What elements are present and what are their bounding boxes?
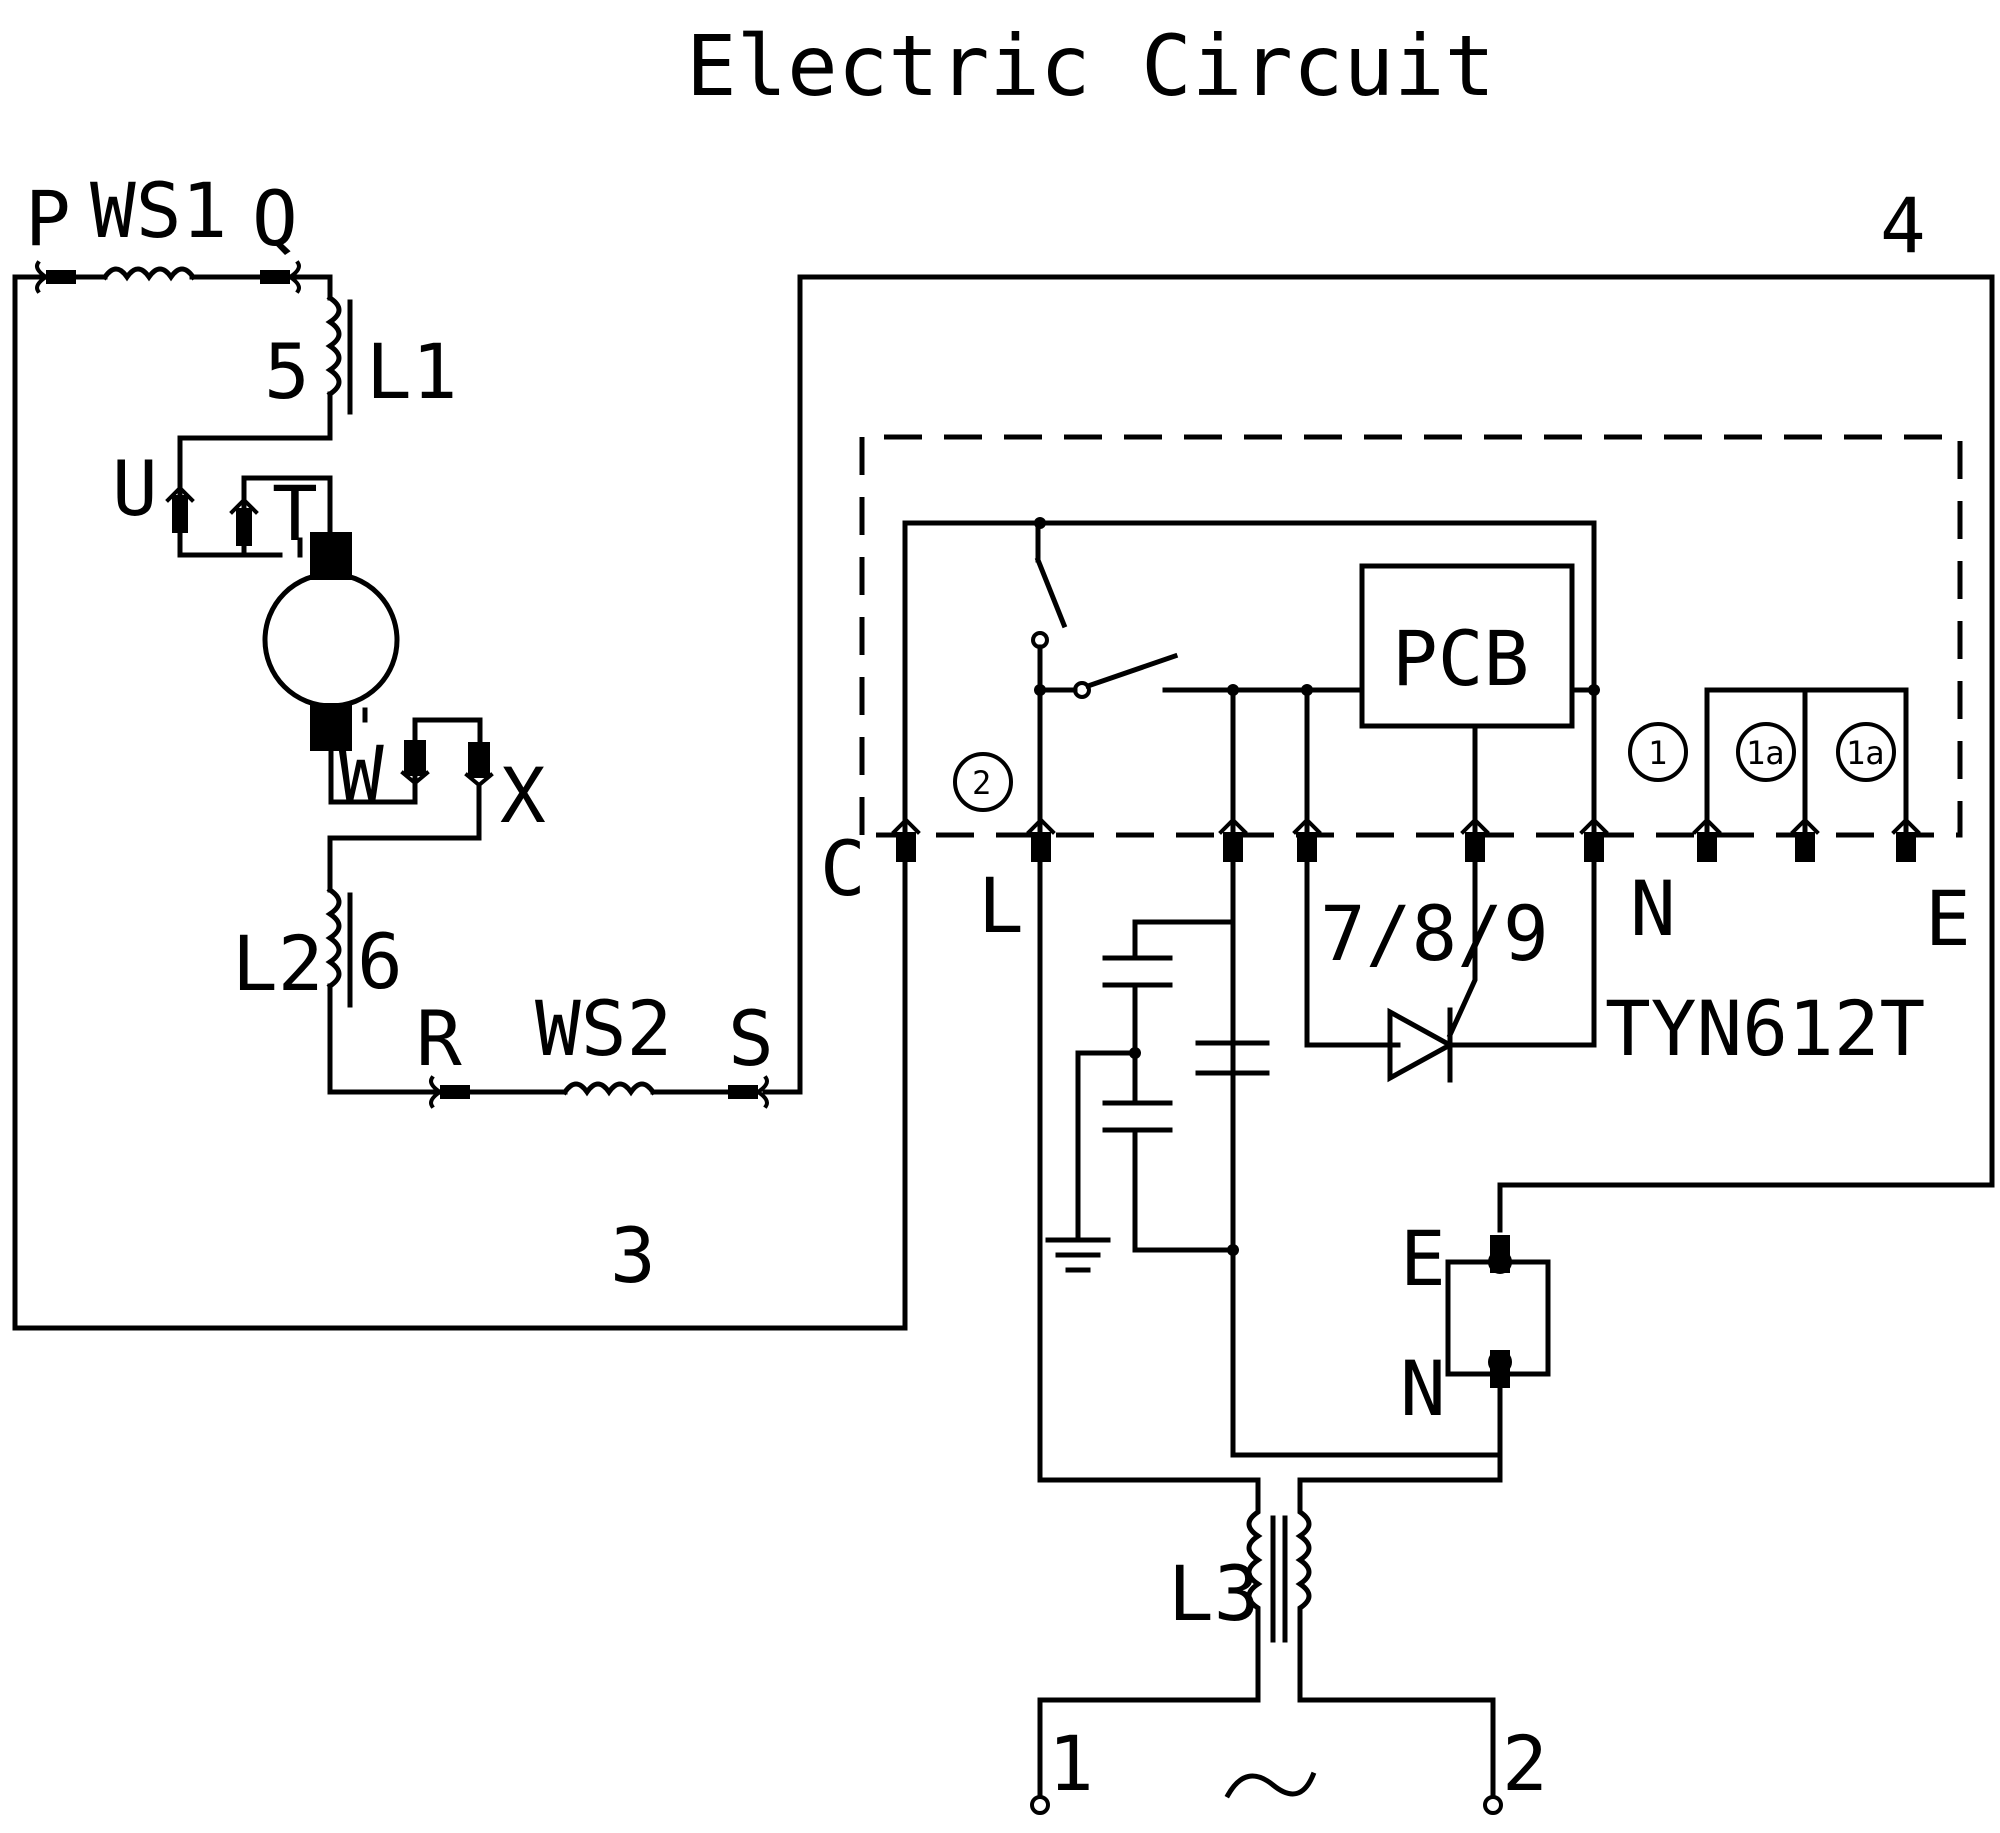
- pin-row: [891, 817, 1921, 862]
- diagram-title: Electric Circuit: [686, 17, 1495, 115]
- label-r: R: [416, 994, 462, 1083]
- l2-coil: [325, 886, 443, 1095]
- connector-w: [404, 740, 426, 776]
- circled-marker-1a-left: 1a: [1736, 722, 1796, 782]
- label-6: 6: [357, 917, 403, 1006]
- mains-terminal-1: [1030, 1795, 1050, 1815]
- circled-marker-2: 2: [953, 752, 1013, 812]
- label-ws1: WS1: [90, 166, 227, 255]
- thyristor-icon: [1387, 1007, 1456, 1083]
- label-n-conn: N: [1630, 864, 1676, 953]
- pcb-box: [1359, 563, 1575, 729]
- label-c: C: [820, 824, 866, 913]
- ws1-coil: [101, 266, 197, 282]
- circled-marker-1a-right: 1a: [1836, 722, 1896, 782]
- label-2: 2: [1502, 1719, 1548, 1808]
- motor-circuit: P WS1 Q 5 L1 U T W X L2 6 R WS2 S 3 4: [12, 166, 1995, 1331]
- svg-text:1a: 1a: [1846, 734, 1885, 772]
- label-w: W: [338, 729, 384, 818]
- circled-marker-1: 1: [1628, 722, 1688, 782]
- label-tyn612t: TYN612T: [1605, 984, 1925, 1073]
- module-boundary: [859, 434, 1963, 838]
- connector-s: [728, 1085, 758, 1099]
- label-789: 7/8/9: [1320, 889, 1549, 978]
- label-u: U: [112, 444, 158, 533]
- label-pcb: PCB: [1392, 614, 1529, 703]
- connector-q: [260, 270, 290, 284]
- label-t: T: [272, 469, 318, 558]
- connector-u: [172, 495, 188, 533]
- connector-r: [440, 1085, 470, 1099]
- label-3: 3: [610, 1211, 656, 1300]
- label-l2: L2: [232, 919, 324, 1008]
- label-s: S: [728, 994, 774, 1083]
- label-l: L: [978, 861, 1024, 950]
- label-l3: L3: [1168, 1549, 1260, 1638]
- svg-text:1: 1: [1648, 734, 1667, 772]
- svg-text:2: 2: [972, 764, 991, 802]
- label-x: X: [500, 751, 546, 840]
- l1-coil: [177, 294, 342, 558]
- label-1: 1: [1048, 1719, 1094, 1808]
- label-e-block: E: [1400, 1214, 1446, 1303]
- label-ws2: WS2: [535, 984, 672, 1073]
- motor-brush-bottom: [310, 703, 352, 751]
- mains-terminal-2: [1483, 1795, 1503, 1815]
- mains-filter: E N L3 1 2 ~: [1030, 859, 1551, 1815]
- l3-choke: [1037, 1492, 1263, 1798]
- ws2-coil: [561, 1081, 657, 1097]
- label-5: 5: [264, 327, 310, 416]
- label-q: Q: [252, 174, 298, 263]
- svg-text:1a: 1a: [1746, 734, 1785, 772]
- label-e-conn: E: [1925, 874, 1971, 963]
- connector-p: [46, 270, 76, 284]
- ac-symbol: [1224, 1771, 1317, 1799]
- label-n-block: N: [1400, 1344, 1446, 1433]
- connector-x: [468, 742, 490, 778]
- label-p: P: [25, 174, 71, 263]
- ground-icon: [1045, 1237, 1111, 1273]
- motor-icon: [262, 571, 400, 709]
- label-4: 4: [1880, 181, 1926, 270]
- label-l1: L1: [366, 327, 458, 416]
- control-module: PCB 2 1: [820, 434, 1971, 1458]
